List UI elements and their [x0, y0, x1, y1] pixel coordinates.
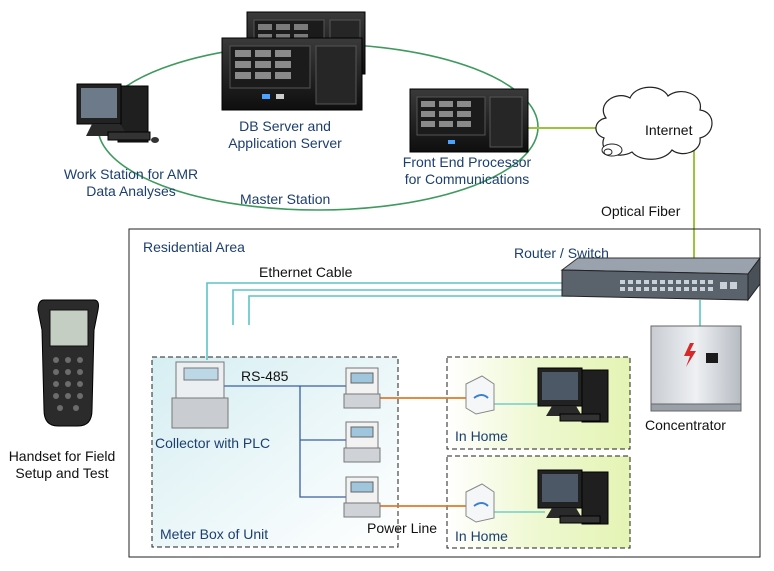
handset-label-line1: Handset for Field: [8, 448, 116, 464]
internet-label: Internet: [645, 122, 693, 138]
collector-label: Collector with PLC: [155, 435, 271, 451]
front-end-label: Front End Processor for Communications: [403, 154, 531, 188]
power-line-label: Power Line: [367, 520, 438, 536]
db-server-label: DB Server and Application Server: [228, 118, 342, 152]
computer-icon: [537, 367, 609, 423]
server-icon: [221, 37, 363, 111]
computer-icon: [76, 83, 159, 143]
in-home-label-2: In Home: [455, 528, 508, 544]
residential-area-label: Residential Area: [143, 239, 245, 255]
router-switch-label: Router / Switch: [514, 245, 609, 261]
meter-box-label: Meter Box of Unit: [160, 526, 269, 542]
rs485-bus: [224, 385, 346, 498]
front-end-label-line1: Front End Processor: [402, 154, 532, 170]
handset-icon: [37, 299, 99, 427]
cloud-icon: [595, 86, 713, 160]
master-station-label: Master Station: [240, 191, 331, 207]
ethernet-cable-label: Ethernet Cable: [259, 264, 353, 280]
power-lines: [378, 397, 466, 507]
router-icon: [560, 256, 761, 302]
db-server-label-line2: Application Server: [228, 135, 342, 151]
ethernet-cables: [206, 282, 701, 360]
plc-adapter-icon: [465, 375, 495, 415]
optical-fiber-label: Optical Fiber: [601, 203, 681, 219]
workstation-label-line2: Data Analyses: [86, 183, 176, 199]
concentrator-label: Concentrator: [645, 417, 726, 433]
plc-adapter-icon: [465, 483, 495, 523]
handset-label: Handset for Field Setup and Test: [9, 448, 116, 482]
plc-collector-icon: [171, 361, 229, 429]
db-server-label-line1: DB Server and: [239, 118, 331, 134]
home-links: [494, 403, 545, 513]
concentrator-icon: [650, 325, 742, 412]
meter-icon: [343, 421, 381, 463]
in-home-label-1: In Home: [455, 428, 508, 444]
rs485-label: RS-485: [241, 368, 289, 384]
workstation-label-line1: Work Station for AMR: [63, 166, 199, 182]
meter-icon: [343, 367, 381, 409]
meter-icon: [343, 476, 381, 518]
handset-label-line2: Setup and Test: [15, 465, 109, 481]
residential-area-frame: [128, 228, 761, 558]
server-icon: [409, 88, 529, 153]
workstation-label: Work Station for AMR Data Analyses: [64, 166, 198, 200]
computer-icon: [537, 469, 609, 525]
front-end-label-line2: for Communications: [404, 171, 530, 187]
